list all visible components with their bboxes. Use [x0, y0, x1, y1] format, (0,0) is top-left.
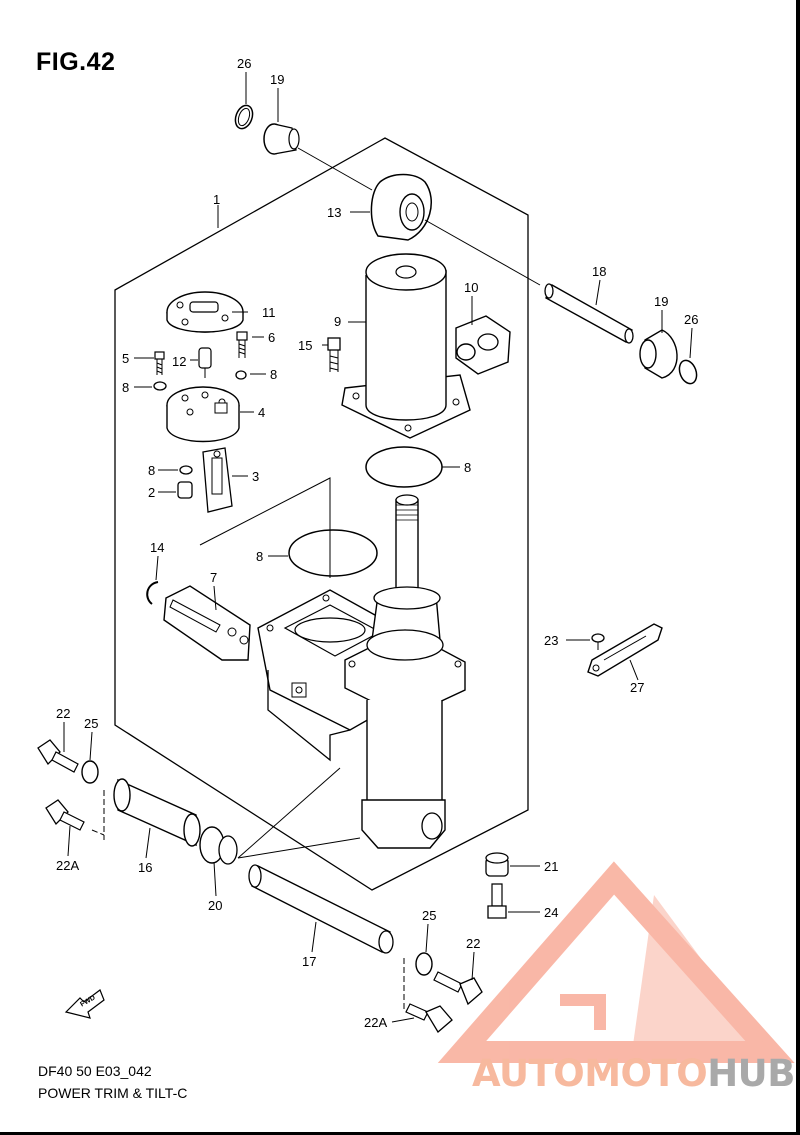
callout-27: 27 [630, 680, 644, 695]
figure-code: DF40 50 E03_042 [38, 1063, 152, 1079]
part-22A-bolt-left [45, 799, 85, 831]
watermark-text: AUTOMOTOHUB [472, 1052, 795, 1095]
part-25-washer-left [81, 760, 99, 784]
callout-26: 26 [237, 56, 251, 71]
part-4-valve-body [166, 386, 240, 443]
part-8-oring-small [179, 465, 193, 475]
part-19-bushing-right [639, 329, 678, 379]
callout-18: 18 [592, 264, 606, 279]
callout-25: 25 [422, 908, 436, 923]
callout-8: 8 [148, 463, 155, 478]
leader-spool [199, 477, 331, 578]
callout-16: 16 [138, 860, 152, 875]
part-18-pin [544, 283, 634, 344]
callout-leaders [63, 72, 693, 1023]
part-8-oring-reservoir [365, 446, 443, 488]
callout-6: 6 [268, 330, 275, 345]
leader-left-bolts [91, 790, 105, 840]
part-23-screw [591, 633, 605, 650]
part-6-screw [236, 331, 248, 358]
part-22-bolt-left [37, 739, 79, 773]
piston-rod [371, 494, 441, 641]
part-25-washer-right [415, 952, 433, 976]
callout-2: 2 [148, 485, 155, 500]
callout-9: 9 [334, 314, 341, 329]
page-right-border [796, 0, 800, 1135]
part-15-bolt [327, 337, 341, 372]
part-17-pin [248, 864, 394, 954]
part-9-reservoir [341, 253, 471, 439]
callout-3: 3 [252, 469, 259, 484]
part-26-ring-right [678, 359, 698, 385]
callout-4: 4 [258, 405, 265, 420]
part-22-bolt-right [433, 971, 483, 1006]
callout-19: 19 [270, 72, 284, 87]
part-19-bushing-top [263, 123, 373, 191]
part-26-ring-top [234, 104, 254, 130]
fwd-arrow-icon: FWD [64, 989, 105, 1019]
part-3-spool-valve [202, 447, 233, 513]
callout-5: 5 [122, 351, 129, 366]
part-24-bolt [487, 883, 507, 919]
watermark-part1: AUTOMOTO [472, 1052, 708, 1095]
part-10-plug [455, 315, 511, 375]
callout-26: 26 [684, 312, 698, 327]
callout-25: 25 [84, 716, 98, 731]
watermark-logo [437, 861, 795, 1063]
callout-8: 8 [256, 549, 263, 564]
part-8-oring-left [153, 381, 167, 391]
callout-23: 23 [544, 633, 558, 648]
callout-1: 1 [213, 192, 220, 207]
callout-19: 19 [654, 294, 668, 309]
callout-8: 8 [464, 460, 471, 475]
callout-numbers: 26 19 1 13 11 9 10 18 19 26 6 5 12 15 8 … [56, 56, 698, 1030]
callout-8: 8 [270, 367, 277, 382]
callout-10: 10 [464, 280, 478, 295]
callout-22A: 22A [56, 858, 79, 873]
part-16-sleeve [113, 778, 201, 847]
figure-title: FIG.42 [36, 48, 116, 76]
page-bottom-border [0, 1132, 800, 1135]
part-2-plug [177, 481, 193, 499]
callout-15: 15 [298, 338, 312, 353]
callout-7: 7 [210, 570, 217, 585]
part-11-valve-cap [166, 291, 244, 333]
callout-20: 20 [208, 898, 222, 913]
part-13-bushing [370, 173, 541, 286]
part-5-screw [154, 351, 165, 375]
part-8-oring-right [235, 370, 247, 380]
callout-12: 12 [172, 354, 186, 369]
part-27-bracket [587, 623, 663, 677]
part-12-check-valve [198, 347, 212, 378]
part-14-clip [146, 581, 159, 605]
callout-22A: 22A [364, 1015, 387, 1030]
watermark-part2: HUB [707, 1052, 795, 1095]
callout-11: 11 [262, 305, 276, 320]
part-8-oring-cylinder [288, 529, 378, 577]
callout-24: 24 [544, 905, 558, 920]
callout-13: 13 [327, 205, 341, 220]
part-20-bushing [199, 767, 361, 865]
callout-21: 21 [544, 859, 558, 874]
callout-22: 22 [56, 706, 70, 721]
part-7-manual-valve [163, 585, 251, 661]
lower-cylinder [344, 629, 466, 849]
callout-8: 8 [122, 380, 129, 395]
part-22A-bolt-right [405, 1003, 453, 1033]
callout-14: 14 [150, 540, 164, 555]
part-21-collar [485, 852, 509, 877]
callout-17: 17 [302, 954, 316, 969]
callout-22: 22 [466, 936, 480, 951]
figure-caption: POWER TRIM & TILT-C [38, 1085, 188, 1101]
assembly-frame [114, 137, 529, 891]
